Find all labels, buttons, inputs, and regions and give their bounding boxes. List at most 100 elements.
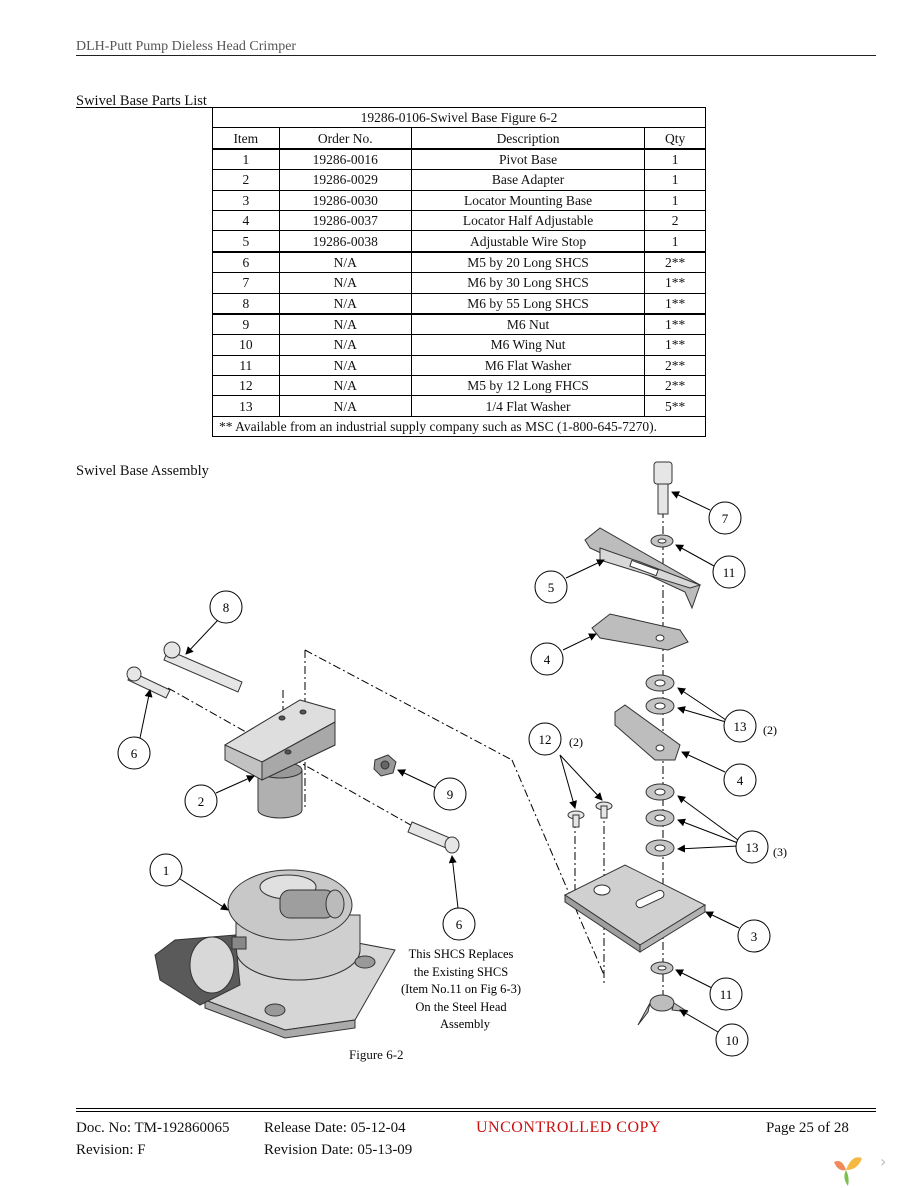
cell-order-no: N/A: [278, 395, 412, 417]
callout-7: [708, 501, 742, 535]
note-line: Assembly: [440, 1017, 491, 1031]
cell-qty: 1: [644, 169, 706, 191]
col-header-qty: Qty: [644, 127, 706, 150]
callout-6-left-label: 6: [131, 746, 138, 761]
callout-3: [737, 919, 771, 953]
cell-item: 6: [212, 251, 280, 274]
callout-8: [209, 590, 243, 624]
cell-description: M5 by 20 Long SHCS: [410, 251, 646, 274]
cell-order-no: N/A: [278, 313, 412, 336]
cell-item: 11: [212, 354, 280, 377]
cell-description: M6 Wing Nut: [410, 334, 646, 356]
parts-table-note: ** Available from an industrial supply c…: [212, 415, 706, 438]
callout-11-lower: [709, 977, 743, 1011]
callout-4-lower-label: 4: [737, 773, 744, 788]
cell-qty: 1: [644, 148, 706, 171]
callout-6-lower-label: 6: [456, 917, 463, 932]
callout-5-label: 5: [548, 580, 555, 595]
col-header-order-no: Order No.: [278, 127, 412, 150]
cell-description: M6 Nut: [410, 313, 646, 336]
parts-table: 19286-0106-Swivel Base Figure 6-2 Item O…: [212, 106, 706, 438]
callout-2: [184, 784, 218, 818]
qty-note-13-lower: (3): [773, 845, 787, 859]
cell-item: 2: [212, 169, 280, 191]
cell-order-no: N/A: [278, 354, 412, 377]
locator-mounting-base-part: [564, 864, 707, 953]
callout-6-left: [117, 736, 151, 770]
m5-20-shcs-part: [126, 666, 171, 699]
callout-5: [534, 570, 568, 604]
cell-order-no: N/A: [278, 292, 412, 315]
callout-2-label: 2: [198, 794, 205, 809]
note-line: the Existing SHCS: [414, 965, 509, 979]
parts-title-underline: [76, 107, 213, 108]
callout-10: [715, 1023, 749, 1057]
release-date: Release Date: 05-12-04: [264, 1120, 406, 1136]
cell-description: Adjustable Wire Stop: [410, 230, 646, 253]
uncontrolled-copy-stamp: UNCONTROLLED COPY: [476, 1119, 661, 1136]
cell-description: 1/4 Flat Washer: [410, 395, 646, 417]
callout-4-top: [530, 642, 564, 676]
cell-order-no: 19286-0016: [278, 148, 412, 171]
note-line: On the Steel Head: [415, 1000, 507, 1014]
callout-8-label: 8: [223, 600, 230, 615]
parts-table-caption: 19286-0106-Swivel Base Figure 6-2: [212, 106, 706, 129]
cell-item: 7: [212, 272, 280, 294]
leader-lines: [139, 491, 740, 1033]
cell-order-no: 19286-0029: [278, 169, 412, 191]
cell-item: 9: [212, 313, 280, 336]
cell-qty: 5**: [644, 395, 706, 417]
document-header-title: DLH-Putt Pump Dieless Head Crimper: [76, 39, 297, 54]
cell-qty: 2: [644, 209, 706, 232]
cell-item: 8: [212, 292, 280, 315]
callout-9: [433, 777, 467, 811]
cell-order-no: N/A: [278, 334, 412, 356]
cell-qty: 1**: [644, 292, 706, 315]
cell-order-no: 19286-0030: [278, 189, 412, 211]
parts-list-title: Swivel Base Parts List: [76, 93, 207, 109]
revision-date: Revision Date: 05-13-09: [264, 1142, 413, 1158]
footer-rule: [76, 1108, 876, 1109]
cell-description: M6 by 55 Long SHCS: [410, 292, 646, 315]
callout-13-lower-label: 13: [746, 840, 759, 855]
cell-description: Pivot Base: [410, 148, 646, 171]
footer-rule: [76, 1111, 876, 1112]
cell-qty: 1**: [644, 334, 706, 356]
cell-qty: 1: [644, 230, 706, 253]
col-header-description: Description: [410, 127, 646, 150]
cell-description: M6 Flat Washer: [410, 354, 646, 377]
cell-description: Locator Half Adjustable: [410, 209, 646, 232]
callout-circles: [117, 501, 771, 1057]
doc-number: Doc. No: TM-192860065: [76, 1120, 230, 1136]
callout-12: [528, 722, 562, 756]
qty-note-12: (2): [569, 735, 583, 749]
cell-qty: 1**: [644, 272, 706, 294]
callout-13-top: [723, 709, 757, 743]
cell-description: M5 by 12 Long FHCS: [410, 375, 646, 397]
cell-item: 4: [212, 209, 280, 232]
callout-1-label: 1: [163, 863, 170, 878]
shcs-replacement-note: This SHCS Replaces the Existing SHCS (It…: [401, 947, 521, 1031]
adjustable-wire-stop-part: [584, 527, 702, 610]
callout-1: [149, 853, 183, 887]
callout-3-label: 3: [751, 929, 758, 944]
cell-order-no: N/A: [278, 251, 412, 274]
next-page-chevron-icon[interactable]: ›: [880, 1152, 887, 1171]
page-number: Page 25 of 28: [766, 1120, 849, 1136]
cell-description: M6 by 30 Long SHCS: [410, 272, 646, 294]
m6-nut-part: [373, 754, 397, 777]
callout-4-top-label: 4: [544, 652, 551, 667]
header-rule: [76, 55, 876, 56]
cell-qty: 2**: [644, 375, 706, 397]
swivel-base-assembly-drawing: 7 11 5 4 13 4 12 13 3 11 10 8 6 2 9 6 1 …: [117, 461, 787, 1057]
viewer-logo-icon[interactable]: [828, 1148, 868, 1188]
